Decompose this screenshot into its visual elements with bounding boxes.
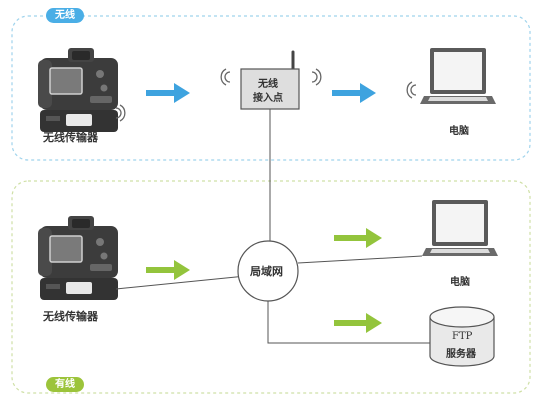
- wifi-waves-icon: [115, 104, 126, 122]
- ftp-server-icon: [429, 306, 495, 367]
- wired-transmitter-label: 无线传输器: [43, 310, 98, 323]
- wired-camera-icon: [37, 215, 119, 301]
- arrow-icon: [334, 228, 382, 248]
- access-point-label-line1: 无线: [258, 79, 278, 90]
- wifi-waves-icon: [220, 68, 322, 86]
- laptop-icon: [422, 200, 498, 256]
- ftp-label-line1: FTP: [452, 331, 473, 342]
- laptop-icon: [420, 48, 496, 104]
- wifi-waves-icon: [406, 81, 417, 99]
- wireless-section-badge: 无线: [46, 8, 84, 23]
- wired-section-frame: [11, 180, 531, 394]
- wired-section-badge: 有线: [46, 377, 84, 392]
- wired-computer-label: 电脑: [450, 277, 470, 288]
- wireless-section-frame: [11, 15, 531, 161]
- lan-label: 局域网: [250, 265, 283, 278]
- arrow-icon: [146, 83, 190, 103]
- arrow-icon: [334, 313, 382, 333]
- arrow-icon: [332, 83, 376, 103]
- camera-cable: [115, 275, 247, 290]
- lan-to-ftp-link: [267, 301, 430, 344]
- lan-to-computer-link: [297, 255, 423, 264]
- access-point-label-line2: 接入点: [253, 93, 283, 104]
- access-point-icon: [240, 50, 300, 110]
- ftp-label-line2: 服务器: [446, 349, 476, 360]
- wireless-camera-icon: [37, 47, 119, 133]
- wireless-transmitter-label: 无线传输器: [43, 131, 98, 144]
- wireless-computer-label: 电脑: [449, 126, 469, 137]
- arrow-icon: [146, 260, 190, 280]
